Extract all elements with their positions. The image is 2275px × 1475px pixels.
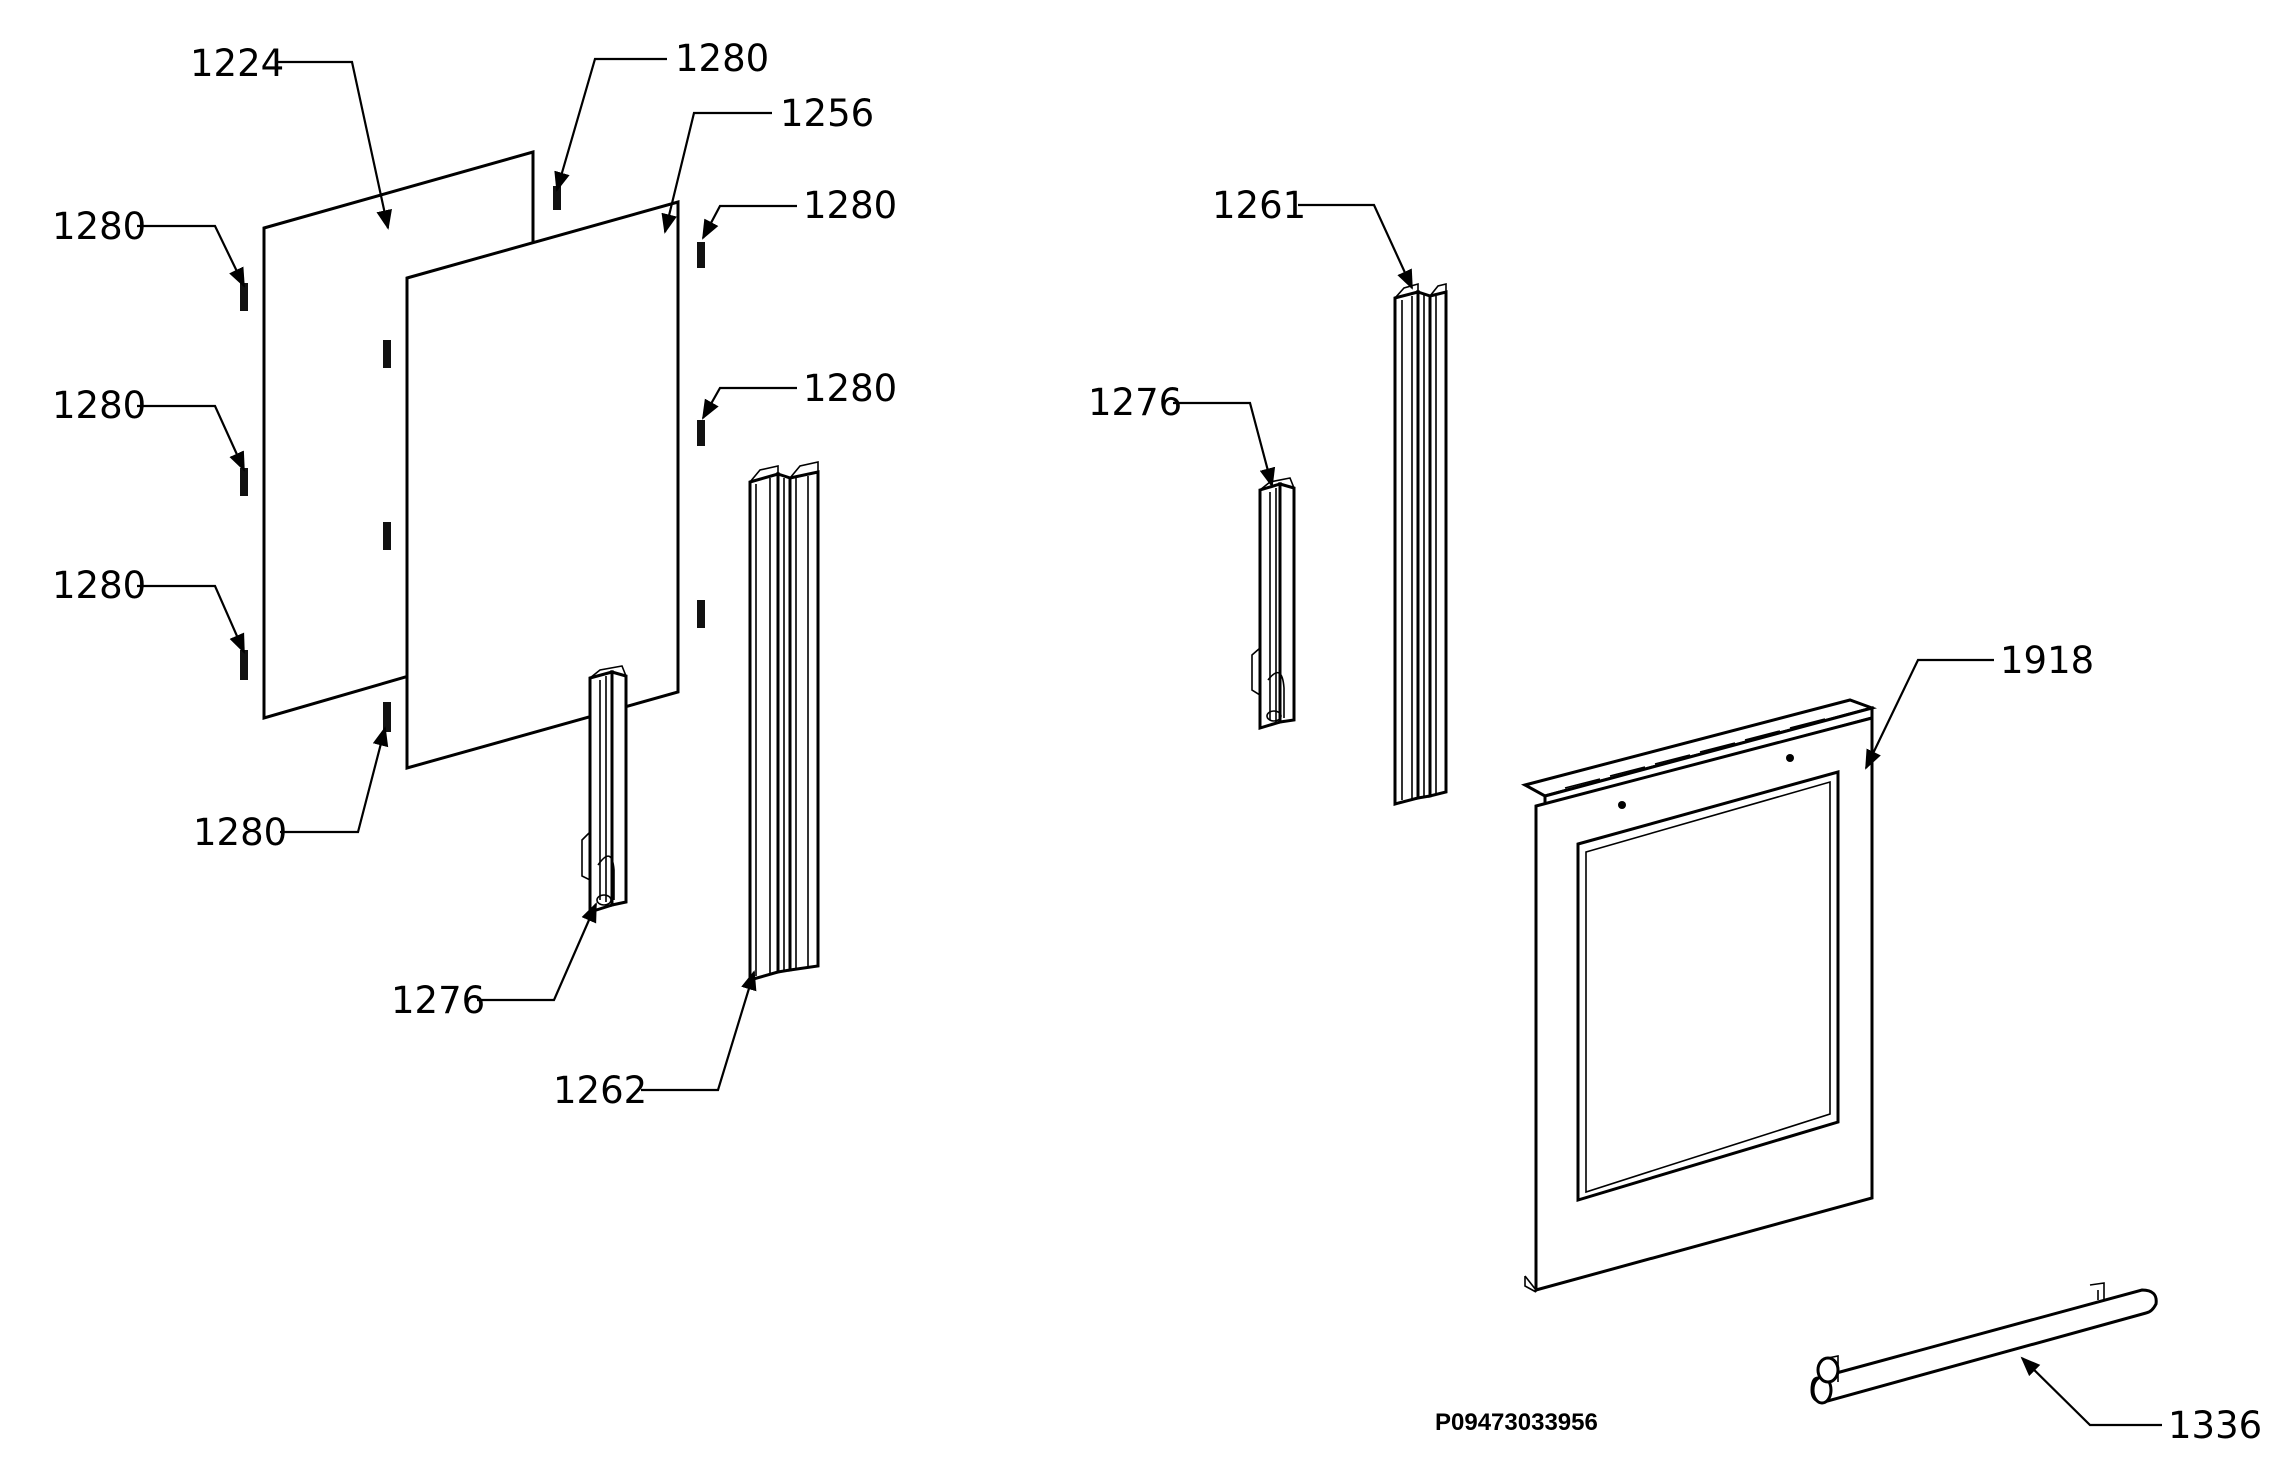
clip-1280 bbox=[383, 522, 391, 550]
callout-1280-bottom: 1280 bbox=[193, 811, 287, 854]
clip-1280 bbox=[383, 340, 391, 368]
leader-lines bbox=[137, 57, 2162, 1427]
callout-1224: 1224 bbox=[190, 42, 284, 85]
clip-1280 bbox=[697, 242, 705, 268]
drawing-code: P09473033956 bbox=[1435, 1409, 1598, 1436]
glass-panel-front bbox=[405, 200, 680, 770]
callout-1280-left-bottom: 1280 bbox=[52, 564, 146, 607]
door-profile-1262 bbox=[748, 461, 820, 982]
callout-1261: 1261 bbox=[1212, 184, 1306, 227]
clip-1280 bbox=[383, 702, 391, 732]
callout-1280-left-middle: 1280 bbox=[52, 384, 146, 427]
clip-1280 bbox=[240, 650, 248, 680]
callout-1262: 1262 bbox=[553, 1069, 647, 1112]
door-handle-1336 bbox=[1810, 1282, 2158, 1405]
clip-1280 bbox=[697, 420, 705, 446]
callout-1276-left: 1276 bbox=[391, 979, 485, 1022]
clip-1280 bbox=[697, 600, 705, 628]
clip-1280 bbox=[553, 186, 561, 210]
callout-1918: 1918 bbox=[2000, 639, 2094, 682]
callout-1256: 1256 bbox=[780, 92, 874, 135]
callout-1280-right-top: 1280 bbox=[803, 184, 897, 227]
callout-1280-top: 1280 bbox=[675, 37, 769, 80]
callout-1276-right: 1276 bbox=[1088, 381, 1182, 424]
door-profile-1261 bbox=[1393, 282, 1448, 806]
hinge-bracket-left bbox=[581, 665, 628, 915]
callout-1280-right-middle: 1280 bbox=[803, 367, 897, 410]
clip-1280 bbox=[240, 283, 248, 311]
outer-door-frame-1918 bbox=[1520, 698, 1877, 1293]
callout-1280-left-top: 1280 bbox=[52, 205, 146, 248]
clip-1280 bbox=[240, 468, 248, 496]
callout-1336: 1336 bbox=[2168, 1404, 2262, 1447]
hinge-bracket-right bbox=[1251, 477, 1296, 731]
